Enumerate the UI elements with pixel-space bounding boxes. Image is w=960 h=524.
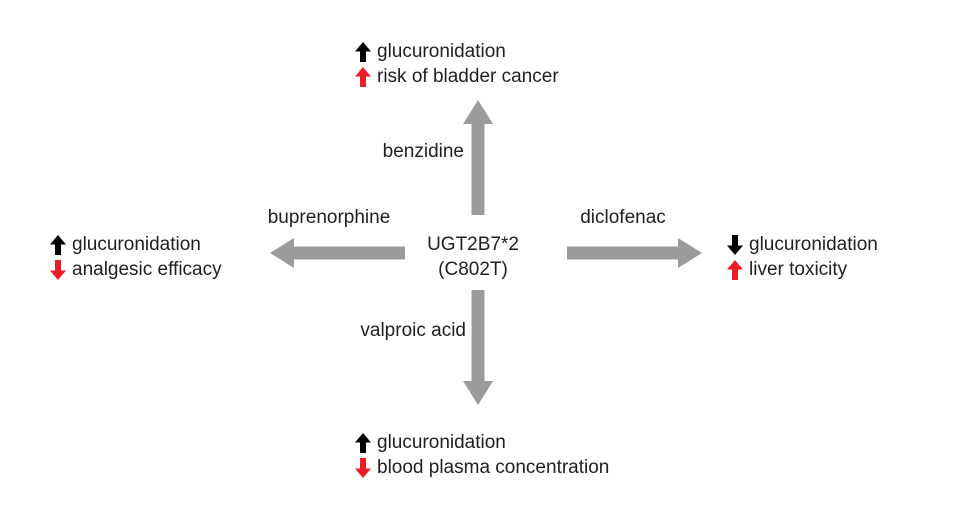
effect-label: risk of bladder cancer bbox=[377, 65, 559, 87]
right-effects-block: glucuronidation liver toxicity bbox=[727, 232, 878, 282]
effect-row: glucuronidation bbox=[50, 232, 222, 257]
gene-name: UGT2B7*2 bbox=[427, 234, 519, 255]
connector-arrow-down bbox=[463, 290, 493, 405]
connector-arrow-left bbox=[270, 238, 405, 268]
effect-row: glucuronidation bbox=[355, 430, 609, 455]
drug-label-benzidine: benzidine bbox=[382, 141, 464, 162]
up-arrow-icon bbox=[727, 259, 743, 280]
effect-row: liver toxicity bbox=[727, 257, 878, 282]
drug-label-buprenorphine: buprenorphine bbox=[267, 207, 391, 228]
down-arrow-icon bbox=[355, 457, 371, 478]
top-effects-block: glucuronidation risk of bladder cancer bbox=[355, 39, 559, 89]
drug-label-valproic-acid: valproic acid bbox=[360, 320, 466, 341]
bottom-effects-block: glucuronidation blood plasma concentrati… bbox=[355, 430, 609, 480]
down-arrow-icon bbox=[727, 234, 743, 255]
gene-variant: (C802T) bbox=[438, 259, 508, 280]
effect-label: blood plasma concentration bbox=[377, 456, 610, 478]
connector-arrow-right bbox=[567, 238, 702, 268]
effect-row: risk of bladder cancer bbox=[355, 64, 559, 89]
drug-label-diclofenac: diclofenac bbox=[580, 207, 666, 228]
effect-label: glucuronidation bbox=[72, 233, 201, 255]
left-effects-block: glucuronidation analgesic efficacy bbox=[50, 232, 222, 282]
effect-row: analgesic efficacy bbox=[50, 257, 222, 282]
effect-label: analgesic efficacy bbox=[72, 258, 222, 280]
effect-row: glucuronidation bbox=[727, 232, 878, 257]
effect-row: blood plasma concentration bbox=[355, 455, 609, 480]
effect-label: liver toxicity bbox=[749, 258, 848, 280]
effect-label: glucuronidation bbox=[749, 233, 878, 255]
effect-label: glucuronidation bbox=[377, 40, 506, 62]
up-arrow-icon bbox=[355, 66, 371, 87]
effect-row: glucuronidation bbox=[355, 39, 559, 64]
up-arrow-icon bbox=[355, 41, 371, 62]
up-arrow-icon bbox=[50, 234, 66, 255]
center-gene-node: UGT2B7*2 (C802T) bbox=[427, 232, 519, 282]
effect-label: glucuronidation bbox=[377, 431, 506, 453]
up-arrow-icon bbox=[355, 432, 371, 453]
down-arrow-icon bbox=[50, 259, 66, 280]
connector-arrow-up bbox=[463, 100, 493, 215]
